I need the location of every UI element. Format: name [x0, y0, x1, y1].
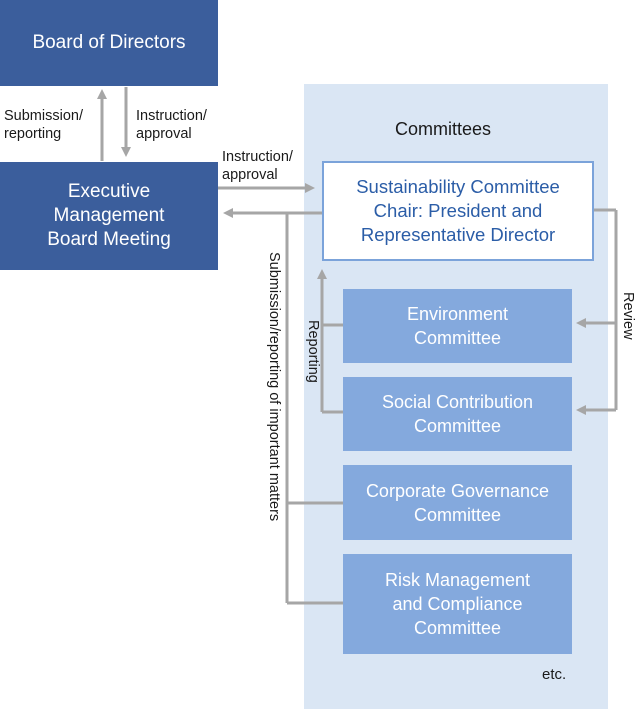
reporting-label: Reporting: [305, 320, 321, 383]
executive-line-1: Executive: [67, 181, 151, 202]
executive-management-box: Executive Management Board Meeting: [0, 162, 218, 270]
governance-line-2: Committee: [413, 504, 502, 525]
sustainability-line-1: Sustainability Committee: [356, 176, 560, 197]
review-label: Review: [620, 292, 636, 340]
risk-line-2: and Compliance: [392, 594, 523, 614]
environment-line-1: Environment: [406, 304, 509, 324]
governance-line-1: Corporate Governance: [365, 480, 550, 501]
instruction-approval-label: Instruction/ approval: [136, 108, 207, 142]
committees-title: Committees: [395, 119, 492, 139]
exec-instruction-approval-label: Instruction/ approval: [222, 149, 293, 183]
sustainability-committee-box: Sustainability Committee Chair: Presiden…: [322, 161, 594, 261]
social-line-2: Committee: [413, 416, 502, 436]
submission-reporting-label: Submission/ reporting: [4, 108, 83, 142]
executive-line-2: Management: [53, 205, 165, 226]
important-matters-label: Submission/reporting of important matter…: [266, 252, 282, 522]
risk-line-3: Committee: [413, 618, 502, 638]
environment-line-2: Committee: [413, 328, 502, 348]
corporate-governance-committee-box: Corporate Governance Committee: [343, 465, 572, 540]
risk-compliance-committee-box: Risk Management and Compliance Committee: [343, 554, 572, 654]
board-label: Board of Directors: [32, 32, 186, 53]
sustainability-line-3: Representative Director: [360, 224, 556, 245]
social-line-1: Social Contribution: [381, 392, 534, 412]
executive-line-3: Board Meeting: [47, 229, 171, 250]
social-contribution-committee-box: Social Contribution Committee: [343, 377, 572, 451]
environment-committee-box: Environment Committee: [343, 289, 572, 363]
board-of-directors-box: Board of Directors: [0, 0, 218, 86]
risk-line-1: Risk Management: [384, 570, 531, 590]
sustainability-line-2: Chair: President and: [373, 200, 543, 221]
etc-label: etc.: [542, 666, 567, 683]
